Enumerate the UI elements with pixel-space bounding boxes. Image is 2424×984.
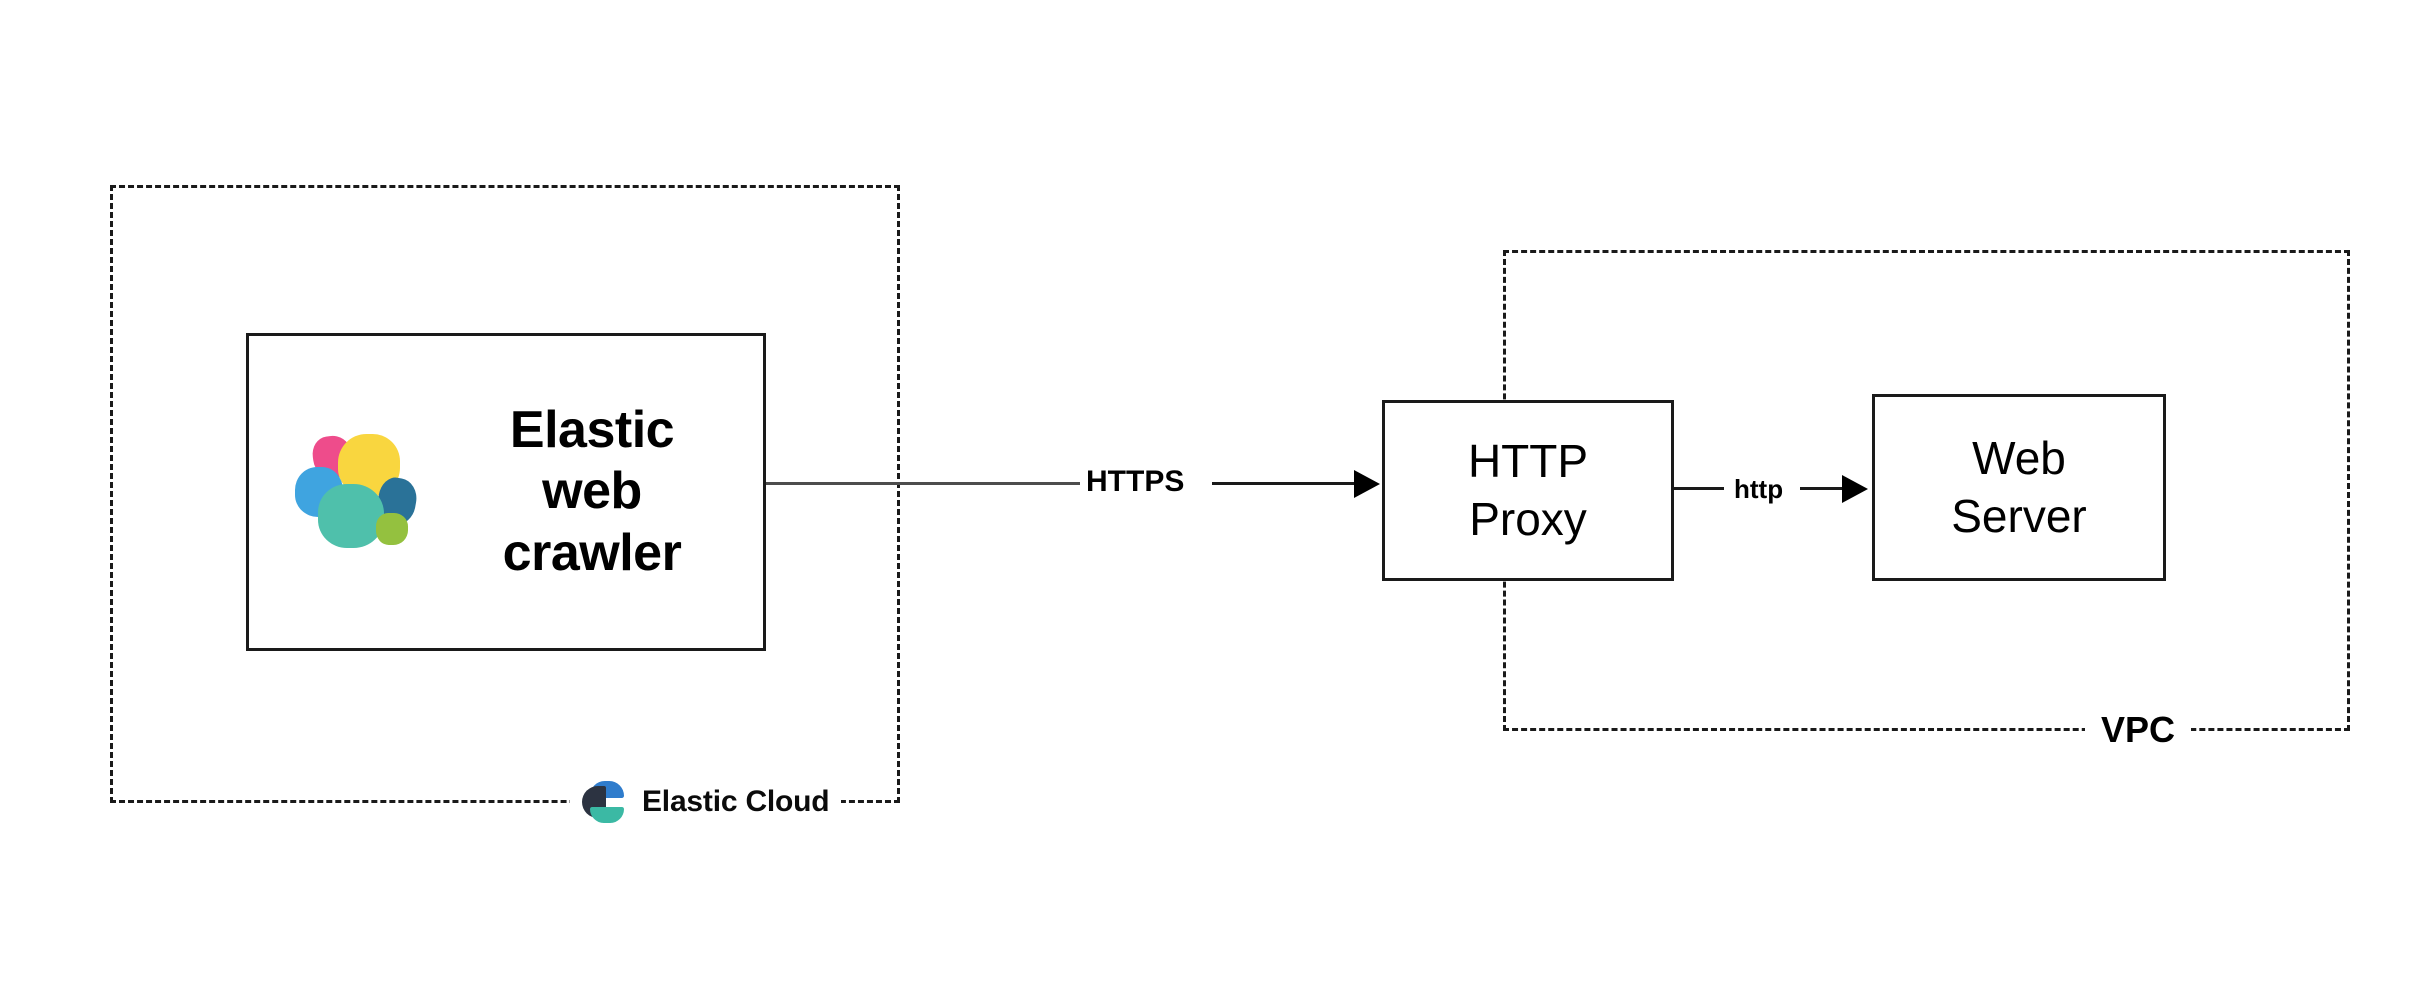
node-web-server[interactable]: Web Server (1872, 394, 2166, 581)
elastic-logo-teal-petal (318, 484, 384, 548)
connector-proxy-to-http-line (1674, 487, 1724, 490)
arrowhead-into-http-proxy (1354, 470, 1380, 498)
elastic-cloud-logo-teal-arc (590, 807, 624, 823)
arrowhead-into-web-server (1842, 475, 1868, 503)
node-label-elastic-web-crawler: Elastic web crawler (502, 400, 682, 582)
connector-label-https: HTTPS (1080, 465, 1191, 499)
connector-http-to-webserver-line (1800, 487, 1842, 490)
zone-elastic-cloud (110, 185, 900, 803)
connector-label-http: http (1728, 474, 1790, 505)
zone-label-elastic-cloud: Elastic Cloud (570, 776, 842, 828)
elastic-logo-green-petal (376, 513, 408, 545)
connector-https-to-proxy-line (1212, 482, 1354, 485)
elastic-cloud-label-text: Elastic Cloud (642, 785, 830, 818)
node-http-proxy[interactable]: HTTP Proxy (1382, 400, 1674, 581)
node-label-web-server: Web Server (1951, 432, 2087, 542)
node-elastic-web-crawler[interactable]: Elastic web crawler (246, 333, 766, 651)
node-label-http-proxy: HTTP Proxy (1467, 435, 1589, 545)
elastic-cloud-logo-icon (582, 780, 626, 824)
elastic-logo-icon (291, 433, 420, 550)
zone-label-vpc: VPC (2085, 707, 2192, 753)
connector-crawler-to-https-line (766, 482, 1082, 485)
